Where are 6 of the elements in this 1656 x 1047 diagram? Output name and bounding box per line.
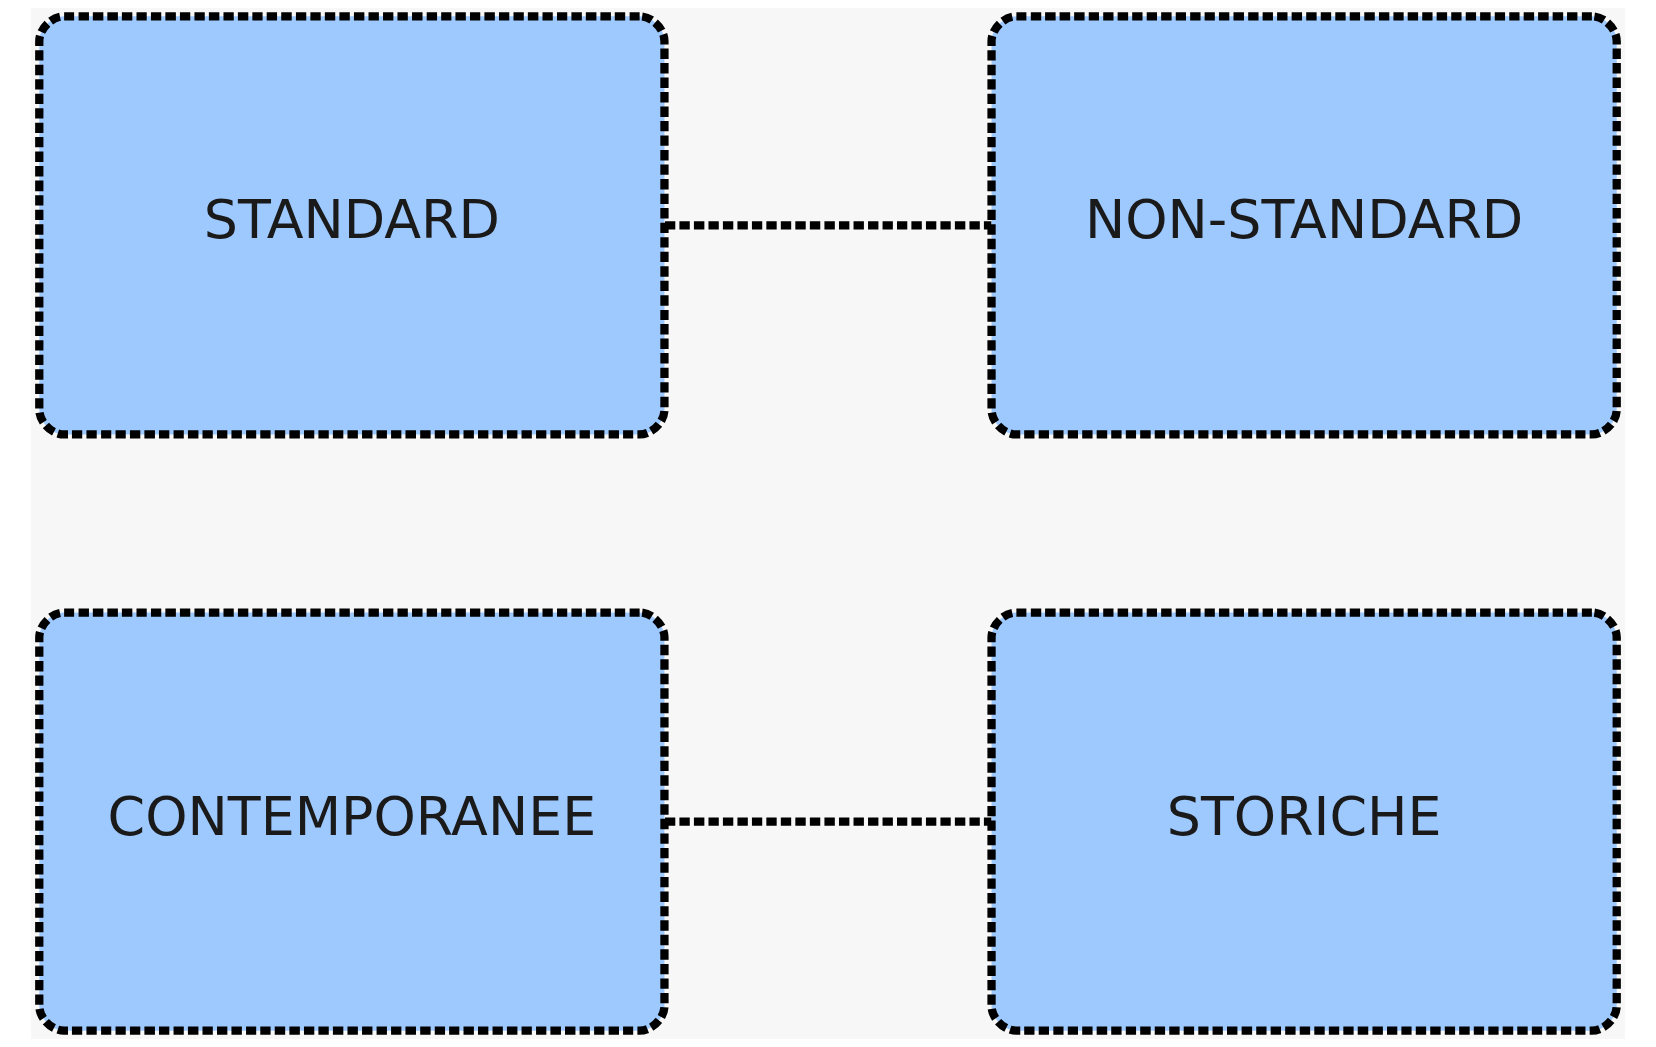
node-box: CONTEMPORANEE (35, 608, 669, 1035)
connector (665, 221, 992, 230)
node-box: NON-STANDARD (987, 12, 1621, 439)
node-box: STANDARD (35, 12, 669, 439)
node-box: STORICHE (987, 608, 1621, 1035)
connector (665, 817, 992, 826)
